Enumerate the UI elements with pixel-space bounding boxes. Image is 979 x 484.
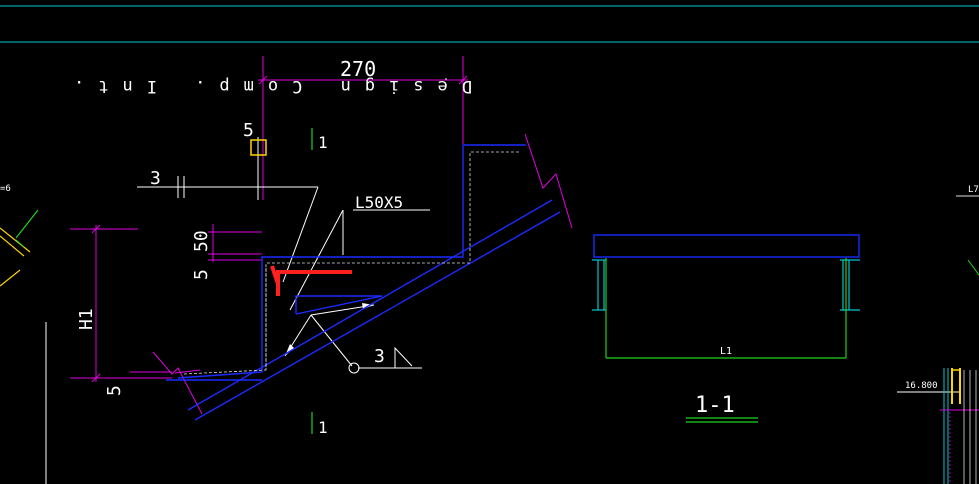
dimension-5-mid: 5 [191, 269, 212, 280]
right-edge-label: L7 [968, 185, 979, 195]
section-mark-top: 1 [318, 133, 328, 152]
dimension-50: 50 [191, 230, 212, 252]
span-label-l1: L1 [720, 346, 732, 357]
dimension-3-top: 3 [150, 168, 161, 189]
magenta-dimensions [70, 56, 573, 415]
dimension-5-top: 5 [243, 120, 254, 141]
selection-marker[interactable] [250, 139, 267, 156]
angle-steel-red [270, 265, 352, 296]
left-edge-diag [15, 239, 25, 248]
right-edge-structure [897, 195, 979, 484]
dimension-weld-3: 3 [374, 346, 385, 367]
stair-stringer-dashed [183, 151, 520, 375]
dimension-5-bottom: 5 [104, 385, 125, 396]
section-title-1-1: 1-1 [695, 393, 735, 418]
left-edge-label: =6 [0, 184, 11, 194]
left-edge-hatch [0, 227, 31, 287]
left-edge-green-line [15, 209, 39, 239]
rotated-note: Design Comp. Int. [60, 76, 472, 96]
elevation-label: 16.800 [905, 381, 938, 391]
dimension-h1: H1 [76, 308, 97, 330]
stair-stringer-blue [166, 144, 860, 421]
green-marks [311, 128, 847, 434]
angle-steel-label: L50X5 [355, 193, 403, 212]
dimension-270: 270 [340, 57, 376, 81]
section-columns-cyan [592, 259, 860, 311]
section-mark-bottom: 1 [318, 418, 328, 437]
white-leaders [137, 78, 447, 374]
